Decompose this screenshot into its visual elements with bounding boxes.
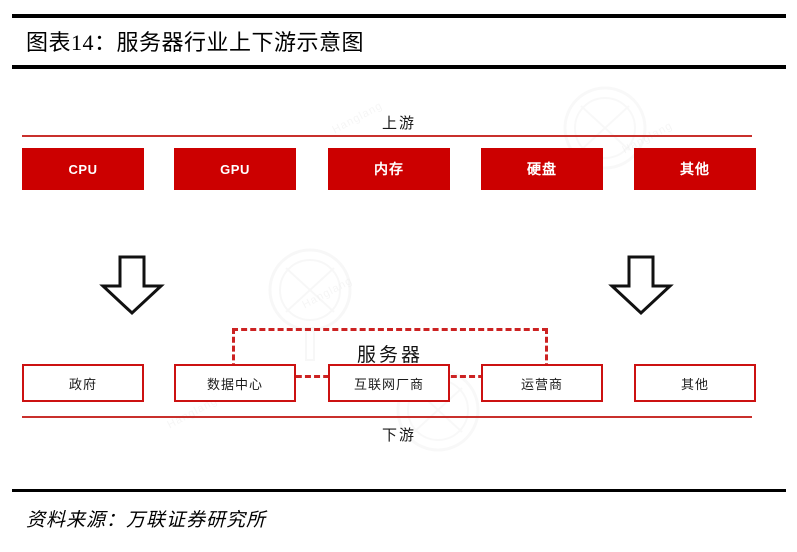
downstream-node-carrier[interactable]: 运营商 [481, 364, 603, 402]
upstream-node-label: CPU [68, 161, 98, 177]
upstream-node-label: 其他 [680, 163, 710, 178]
upstream-node-label: GPU [220, 161, 250, 177]
flow-arrow-right [608, 255, 674, 316]
upstream-node-memory[interactable]: 内存 [328, 148, 450, 190]
downstream-node-data-center[interactable]: 数据中心 [174, 364, 296, 402]
upstream-node-other[interactable]: 其他 [634, 148, 756, 190]
footer-rule [12, 489, 786, 492]
downstream-divider-rule [22, 416, 752, 418]
industry-chain-diagram: Hanglang Hanglang Hanglang Hanglang 上游 C… [0, 72, 797, 480]
downstream-node-other[interactable]: 其他 [634, 364, 756, 402]
downstream-node-internet-vendor[interactable]: 互联网厂商 [328, 364, 450, 402]
upstream-node-label: 内存 [374, 163, 404, 178]
downstream-node-label: 政府 [68, 376, 97, 392]
downstream-tier-label: 下游 [381, 428, 416, 444]
upstream-divider-rule [22, 135, 752, 137]
source-note: 资料来源：万联证券研究所 [26, 510, 267, 531]
watermark-text: Hanglang [300, 274, 355, 312]
downstream-node-label: 数据中心 [206, 376, 263, 392]
flow-arrow-left [99, 255, 165, 316]
page-title: 图表14：服务器行业上下游示意图 [26, 30, 365, 55]
downstream-node-label: 运营商 [520, 376, 563, 392]
upstream-node-label: 硬盘 [527, 163, 557, 178]
upstream-node-cpu[interactable]: CPU [22, 148, 144, 190]
title-rule-bottom [12, 65, 786, 69]
downstream-node-government[interactable]: 政府 [22, 364, 144, 402]
upstream-node-gpu[interactable]: GPU [174, 148, 296, 190]
center-node-label: 服务器 [356, 344, 423, 366]
title-rule-top [12, 14, 786, 18]
downstream-node-label: 其他 [680, 376, 709, 392]
downstream-node-label: 互联网厂商 [353, 376, 424, 392]
upstream-tier-label: 上游 [381, 116, 416, 132]
upstream-node-harddisk[interactable]: 硬盘 [481, 148, 603, 190]
